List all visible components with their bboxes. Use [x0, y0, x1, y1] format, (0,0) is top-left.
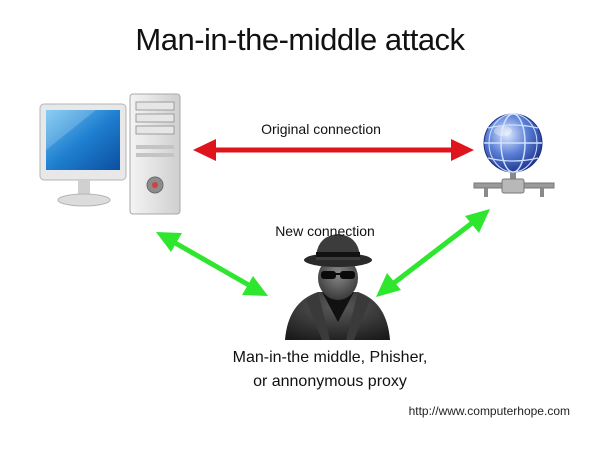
original-connection-label: Original connection [261, 121, 381, 137]
original-connection-arrow [193, 139, 474, 161]
globe-network-icon [473, 113, 555, 197]
hacker-icon [285, 234, 390, 340]
new-connection-label: New connection [275, 223, 375, 239]
computer-icon [39, 93, 181, 215]
attacker-label-line2: or annonymous proxy [253, 373, 407, 390]
attacker-label-line1: Man-in-the middle, Phisher, [232, 349, 428, 366]
source-url: http://www.computerhope.com [408, 404, 570, 418]
diagram-title: Man-in-the-middle attack [135, 22, 465, 57]
new-connection-arrow-left [156, 232, 268, 296]
attacker-label: Man-in-the middle, Phisher, or annonymou… [200, 346, 460, 394]
new-connection-arrow-right [376, 209, 490, 297]
